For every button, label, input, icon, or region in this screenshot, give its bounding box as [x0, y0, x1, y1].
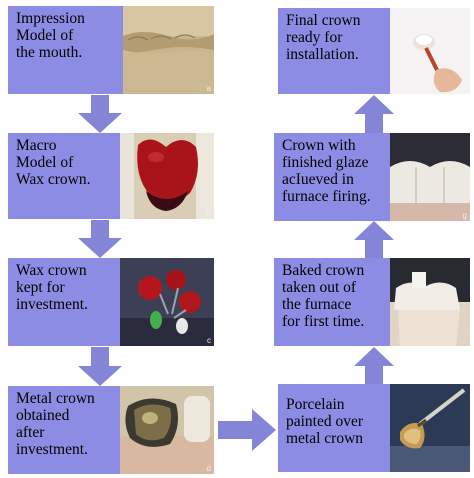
step-porcelain-painting: Porcelain painted over metal crown [278, 384, 470, 472]
wax-crown-investment-photo: c [120, 258, 214, 346]
arrow-down-3 [78, 347, 122, 386]
step-text: Macro Model of Wax crown. [16, 137, 91, 188]
glazed-crown-photo: g [390, 133, 470, 221]
step-text: Metal crown obtained after investment. [16, 390, 95, 458]
step-glazed-crown: Crown with finished glaze acIueved in fu… [274, 133, 470, 221]
arrow-down-2 [78, 220, 122, 258]
impression-model-photo: a [123, 6, 214, 94]
step-text: Impression Model of the mouth. [16, 10, 85, 61]
step-baked-crown: Baked crown taken out of the furnace for… [274, 258, 470, 346]
porcelain-painting-photo [390, 384, 470, 472]
arrow-up-3 [354, 95, 394, 133]
arrow-up-1 [354, 347, 394, 384]
step-text: Porcelain painted over metal crown [286, 396, 364, 447]
step-text: Baked crown taken out of the furnace for… [282, 262, 365, 330]
step-final-crown: Final crown ready for installation. [278, 8, 470, 94]
step-text: Wax crown kept for investment. [16, 262, 88, 313]
step-text: Crown with finished glaze acIueved in fu… [282, 137, 371, 205]
arrow-up-2 [354, 221, 394, 258]
step-wax-crown-investment: Wax crown kept for investment. c [8, 258, 214, 346]
baked-crown-photo [390, 258, 470, 346]
arrow-right [218, 409, 276, 451]
step-metal-crown: Metal crown obtained after investment. d [8, 386, 214, 474]
metal-crown-photo: d [120, 386, 214, 474]
wax-crown-model-photo: b [120, 133, 214, 219]
step-wax-crown-model: Macro Model of Wax crown. b [8, 133, 214, 219]
arrow-down-1 [78, 95, 122, 133]
final-crown-photo [390, 8, 470, 94]
step-text: Final crown ready for installation. [286, 12, 361, 63]
step-impression-model: Impression Model of the mouth. a [8, 6, 214, 94]
